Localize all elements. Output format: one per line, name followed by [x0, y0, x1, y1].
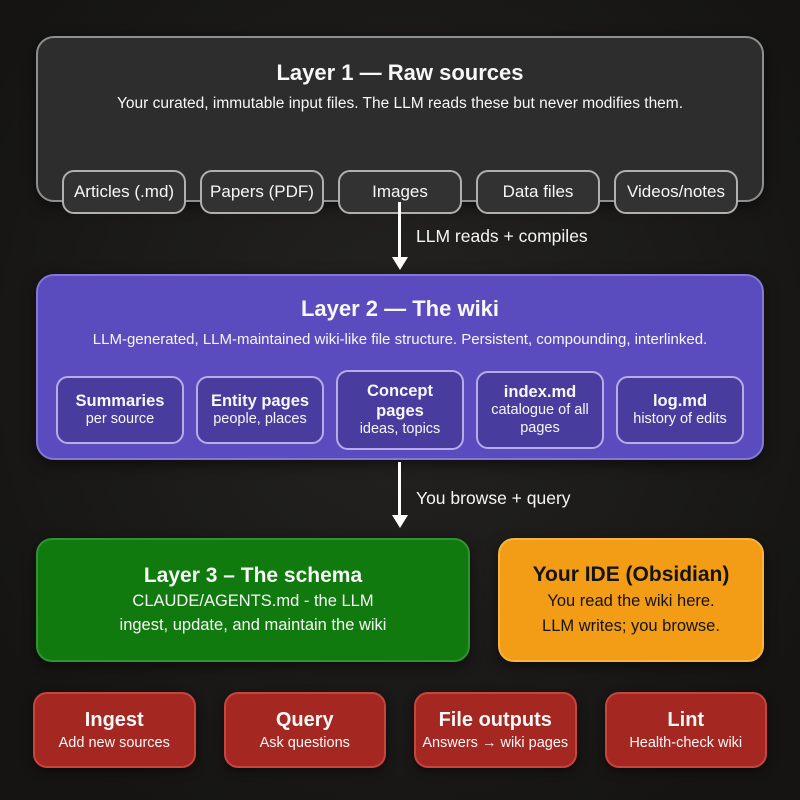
layer3-title: Layer 3 – The schema [143, 563, 363, 587]
down-arrow-1-line [398, 202, 401, 258]
arrow2-label: You browse + query [416, 488, 571, 508]
layer3-line2: ingest, update, and maintain the wiki [119, 616, 387, 634]
chip-data-files-label: Data files [502, 182, 574, 201]
chip-videos-notes-label: Videos/notes [627, 182, 725, 201]
chip-papers-pdf-label: Papers (PDF) [210, 182, 314, 201]
layer3-line1: CLAUDE/AGENTS.md - the LLM [132, 591, 374, 610]
ide-line2: LLM writes; you browse. [542, 617, 720, 635]
layer1-raw-sources-box: Layer 1 — Raw sources Your curated, immu… [36, 36, 764, 214]
chip-log-md-title: log.md [652, 392, 708, 411]
chip-articles-md: Articles (.md) [62, 170, 186, 214]
action-file-outputs-subtitle: Answers → wiki pages [422, 735, 569, 751]
chip-entity-pages: Entity pages people, places [196, 375, 324, 444]
chip-entity-pages-title: Entity pages [210, 392, 310, 411]
action-query: Query Ask questions [223, 692, 386, 768]
chip-summaries-title: Summaries [75, 392, 165, 411]
chip-summaries-subtitle: per source [85, 411, 155, 428]
layer2-wiki-box: Layer 2 — The wiki LLM-generated, LLM-ma… [36, 274, 764, 460]
action-file-outputs: File outputs Answers → wiki pages [414, 692, 577, 768]
action-row: Ingest Add new sources Query Ask questio… [33, 692, 767, 768]
action-ingest: Ingest Add new sources [33, 692, 196, 768]
layer1-title: Layer 1 — Raw sources [276, 60, 524, 85]
ide-obsidian-box: Your IDE (Obsidian) You read the wiki he… [498, 538, 764, 662]
layer2-subtitle: LLM-generated, LLM-maintained wiki-like … [92, 331, 708, 348]
down-arrow-1-head-icon [392, 257, 408, 270]
action-query-subtitle: Ask questions [259, 735, 350, 751]
ide-title: Your IDE (Obsidian) [532, 562, 730, 586]
action-query-title: Query [275, 709, 334, 731]
chip-articles-md-label: Articles (.md) [73, 182, 175, 201]
chip-log-md-subtitle: history of edits [633, 411, 727, 428]
chip-concept-pages-title: Concept pages [367, 382, 433, 421]
action-lint-subtitle: Health-check wiki [629, 735, 743, 751]
action-lint-title: Lint [667, 709, 705, 731]
chip-summaries: Summaries per source [56, 375, 184, 444]
layer3-schema-box: Layer 3 – The schema CLAUDE/AGENTS.md - … [36, 538, 470, 662]
chip-data-files: Data files [476, 170, 600, 214]
ide-line1: You read the wiki here. [547, 591, 715, 610]
down-arrow-2-line [398, 462, 401, 516]
action-lint: Lint Health-check wiki [604, 692, 767, 768]
layer2-title: Layer 2 — The wiki [300, 296, 500, 321]
layer1-subtitle: Your curated, immutable input files. The… [116, 95, 684, 112]
layer2-chip-row: Summaries per source Entity pages people… [56, 370, 744, 450]
down-arrow-2-head-icon [392, 515, 408, 528]
chip-concept-pages: Concept pages ideas, topics [336, 370, 464, 450]
chip-index-md: index.md catalogue of all pages [476, 371, 604, 449]
chip-index-md-title: index.md [503, 383, 577, 402]
action-ingest-subtitle: Add new sources [58, 735, 170, 751]
action-file-outputs-title: File outputs [438, 709, 552, 731]
chip-videos-notes: Videos/notes [614, 170, 738, 214]
action-ingest-title: Ingest [84, 709, 144, 731]
arrow1-label: LLM reads + compiles [416, 226, 588, 246]
chip-entity-pages-subtitle: people, places [213, 411, 307, 428]
chip-papers-pdf: Papers (PDF) [200, 170, 324, 214]
chip-images-label: Images [372, 182, 428, 201]
chip-log-md: log.md history of edits [616, 375, 744, 444]
chip-index-md-subtitle: catalogue of all pages [491, 402, 589, 437]
chip-concept-pages-subtitle: ideas, topics [359, 421, 441, 438]
